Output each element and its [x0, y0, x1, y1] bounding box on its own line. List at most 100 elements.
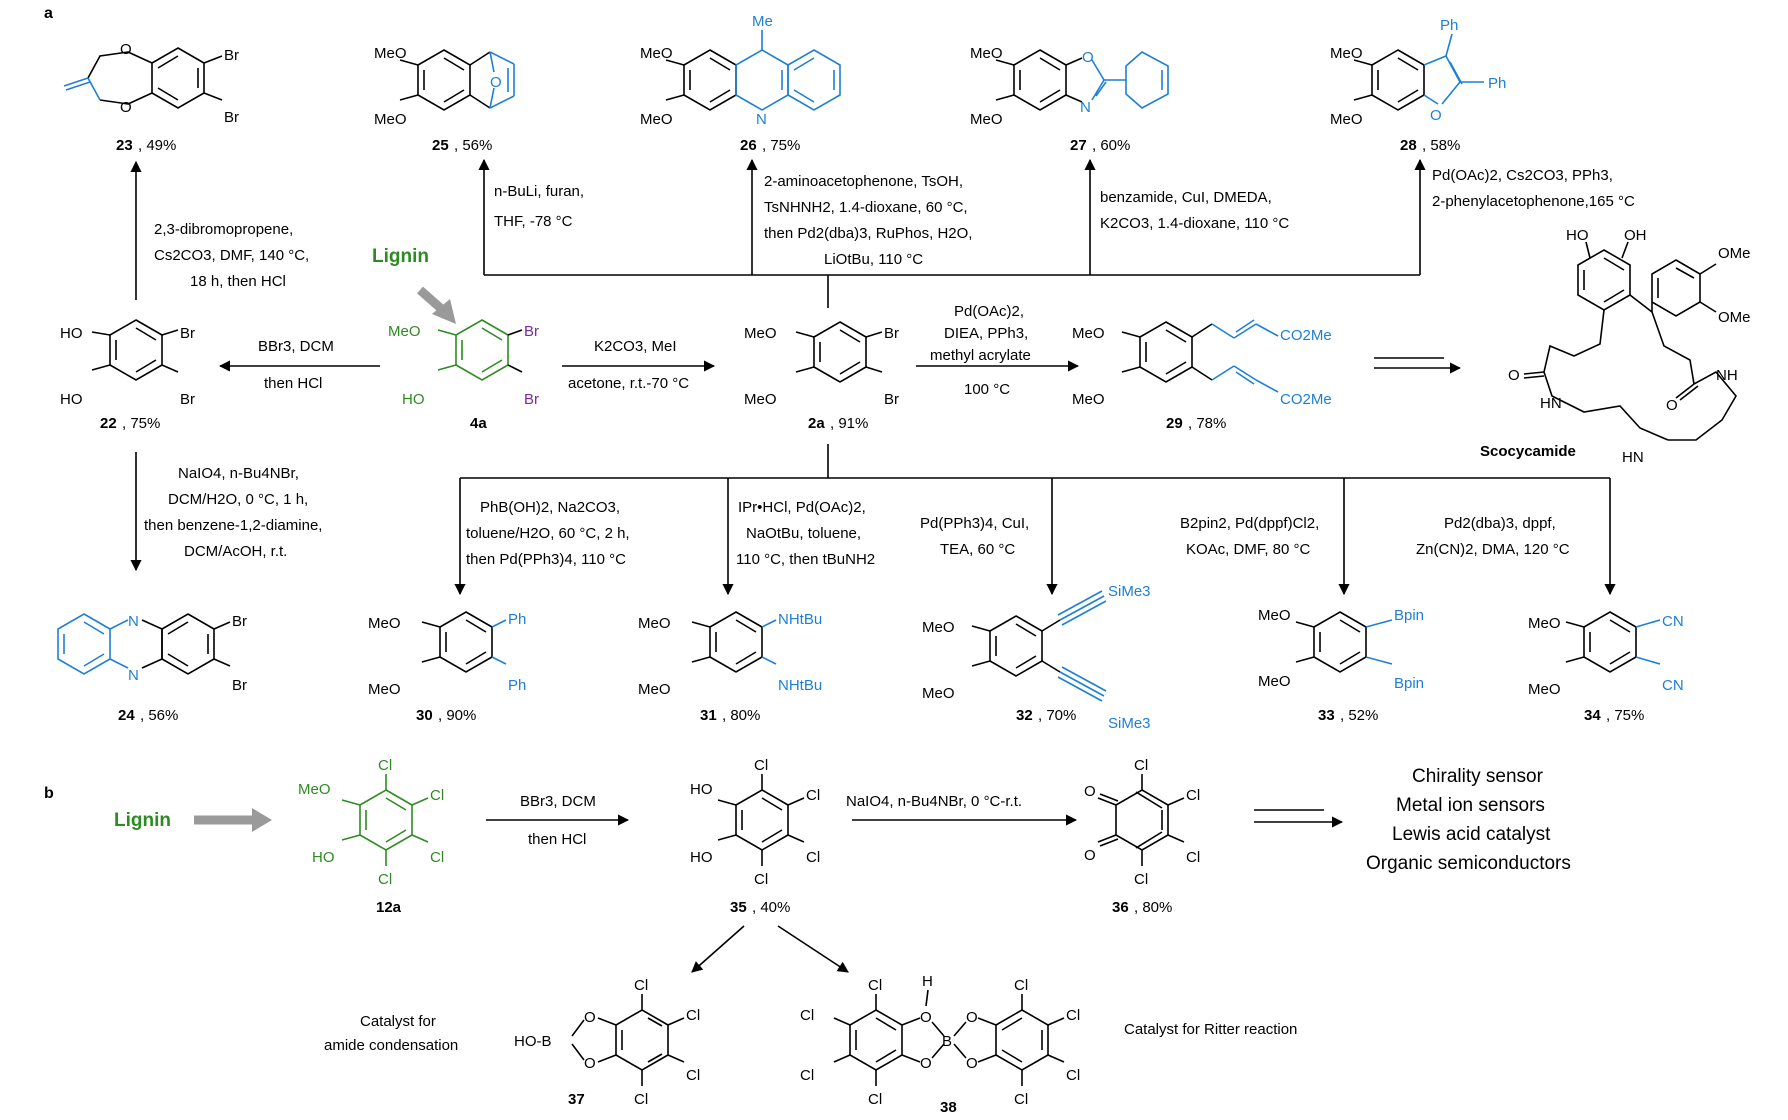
cond-to24-4: DCM/AcOH, r.t.	[184, 543, 287, 560]
chloro-12a-1: Cl	[378, 757, 392, 774]
compound-27: MeO MeO O N 27 , 60%	[970, 45, 1169, 154]
phenyl-28-2: Ph	[1488, 75, 1506, 92]
top-branch-lines	[478, 158, 1426, 308]
lignin-arrowhead-b	[252, 808, 272, 832]
yield-34: , 75%	[1606, 707, 1644, 724]
hydroxy-12a: HO	[312, 849, 335, 866]
compound-30: MeO MeO Ph Ph 30 , 90%	[368, 611, 526, 724]
cond-to27-1: benzamide, CuI, DMEDA,	[1100, 189, 1272, 206]
cond-to29-4: 100 °C	[964, 381, 1010, 398]
hydroxy-scocy-2: OH	[1624, 227, 1647, 244]
cond-to22-1: BBr3, DCM	[258, 338, 334, 355]
ring-26-b	[735, 49, 789, 111]
yield-22: , 75%	[122, 415, 160, 432]
chloro-36-1: Cl	[1134, 757, 1148, 774]
bromo-24-2: Br	[232, 677, 247, 694]
bromo-4a-2: Br	[524, 391, 539, 408]
hydroxy-4a: HO	[402, 391, 425, 408]
methoxy-29-2: MeO	[1072, 391, 1105, 408]
methoxy-12a: MeO	[298, 781, 331, 798]
bromo-22-2: Br	[180, 391, 195, 408]
oxygen-37-2: O	[584, 1055, 596, 1072]
cond-to32-2: TEA, 60 °C	[940, 541, 1015, 558]
nitrile-34-2: CN	[1662, 677, 1684, 694]
cond-to31-3: 110 °C, then tBuNH2	[736, 551, 875, 568]
ring-28	[1371, 49, 1425, 111]
compound-35: HO HO Cl Cl Cl Cl 35 , 40%	[690, 757, 820, 916]
ester-29-1: CO2Me	[1280, 327, 1332, 344]
lignin-arrowhead-a	[432, 299, 456, 324]
arrow-35-37	[691, 925, 745, 973]
cond-to2a-1: K2CO3, MeI	[594, 338, 677, 355]
cond-to34-2: Zn(CN)2, DMA, 120 °C	[1416, 541, 1570, 558]
label-31: 31	[700, 707, 717, 724]
yield-36: , 80%	[1134, 899, 1172, 916]
ring-24-a	[57, 613, 111, 675]
chloro-35-1: Cl	[754, 757, 768, 774]
methoxy-4a: MeO	[388, 323, 421, 340]
methoxy-scocy-2: OMe	[1718, 309, 1751, 326]
cond-to35-1: BBr3, DCM	[520, 793, 596, 810]
ring-24-c	[161, 613, 215, 675]
chloro-36-2: Cl	[1186, 787, 1200, 804]
cond-to26-2: TsNHNH2, 1.4-dioxane, 60 °C,	[764, 199, 968, 216]
cond-to28-1: Pd(OAc)2, Cs2CO3, PPh3,	[1432, 167, 1613, 184]
arrow-35-38	[777, 925, 849, 973]
bromo-24-1: Br	[232, 613, 247, 630]
catalyst37-2: amide condensation	[324, 1037, 458, 1054]
label-23: 23	[116, 137, 133, 154]
methoxy-32-2: MeO	[922, 685, 955, 702]
chloro-38-3: Cl	[800, 1067, 814, 1084]
panel-label-b: b	[44, 785, 54, 802]
ring-31	[709, 611, 763, 673]
ring-29	[1139, 321, 1193, 383]
compound-33: MeO MeO Bpin Bpin 33 , 52%	[1258, 607, 1424, 724]
chloro-38-6: Cl	[1066, 1007, 1080, 1024]
cond-to30-1: PhB(OH)2, Na2CO3,	[480, 499, 620, 516]
phenyl-30-1: Ph	[508, 611, 526, 628]
ring-37	[615, 1009, 669, 1071]
cond-to23-2: Cs2CO3, DMF, 140 °C,	[154, 247, 309, 264]
oxygen-bridge-25: O	[490, 74, 502, 91]
nitrogen-26: N	[756, 111, 767, 128]
methoxy-26-1: MeO	[640, 45, 673, 62]
chloro-36-4: Cl	[1134, 871, 1148, 888]
chloro-12a-3: Cl	[430, 849, 444, 866]
yield-33: , 52%	[1340, 707, 1378, 724]
application-2: Metal ion sensors	[1396, 795, 1545, 816]
cond-to29-2: DIEA, PPh3,	[944, 325, 1028, 342]
cond-to22-2: then HCl	[264, 375, 322, 392]
ring-4a	[455, 319, 509, 381]
compound-29: MeO MeO CO2Me CO2Me 29 , 78%	[1072, 319, 1332, 432]
bromo-4a-1: Br	[524, 323, 539, 340]
chloro-36-3: Cl	[1186, 849, 1200, 866]
compound-22: HO HO Br Br 22 , 75%	[60, 319, 195, 432]
cond-to29-1: Pd(OAc)2,	[954, 303, 1024, 320]
yield-27: , 60%	[1092, 137, 1130, 154]
compound-23: O O Br Br 23 , 49%	[63, 41, 239, 154]
compound-34: MeO MeO CN CN 34 , 75%	[1528, 611, 1684, 724]
ring-25	[417, 49, 471, 111]
oxo-36-1: O	[1084, 783, 1096, 800]
cond-to35-2: then HCl	[528, 831, 586, 848]
cond-to24-3: then benzene-1,2-diamine,	[144, 517, 322, 534]
cond-to34-1: Pd2(dba)3, dppf,	[1444, 515, 1556, 532]
label-2a: 2a	[808, 415, 825, 432]
chloro-38-2: Cl	[800, 1007, 814, 1024]
cond-to26-3: then Pd2(dba)3, RuPhos, H2O,	[764, 225, 972, 242]
phenyl-28-1: Ph	[1440, 17, 1458, 34]
cond-to24-1: NaIO4, n-Bu4NBr,	[178, 465, 299, 482]
compound-2a: MeO MeO Br Br 2a , 91%	[744, 321, 899, 432]
oxygen-23-2: O	[120, 99, 132, 116]
ring-scocy-a	[1577, 249, 1631, 311]
methoxy-30-2: MeO	[368, 681, 401, 698]
ring-26-c	[787, 49, 841, 111]
compound-25: MeO MeO O 25 , 56%	[374, 45, 515, 154]
yield-24: , 56%	[140, 707, 178, 724]
label-24: 24	[118, 707, 135, 724]
label-35: 35	[730, 899, 747, 916]
yield-23: , 49%	[138, 137, 176, 154]
ring-36	[1115, 789, 1169, 851]
label-27: 27	[1070, 137, 1087, 154]
